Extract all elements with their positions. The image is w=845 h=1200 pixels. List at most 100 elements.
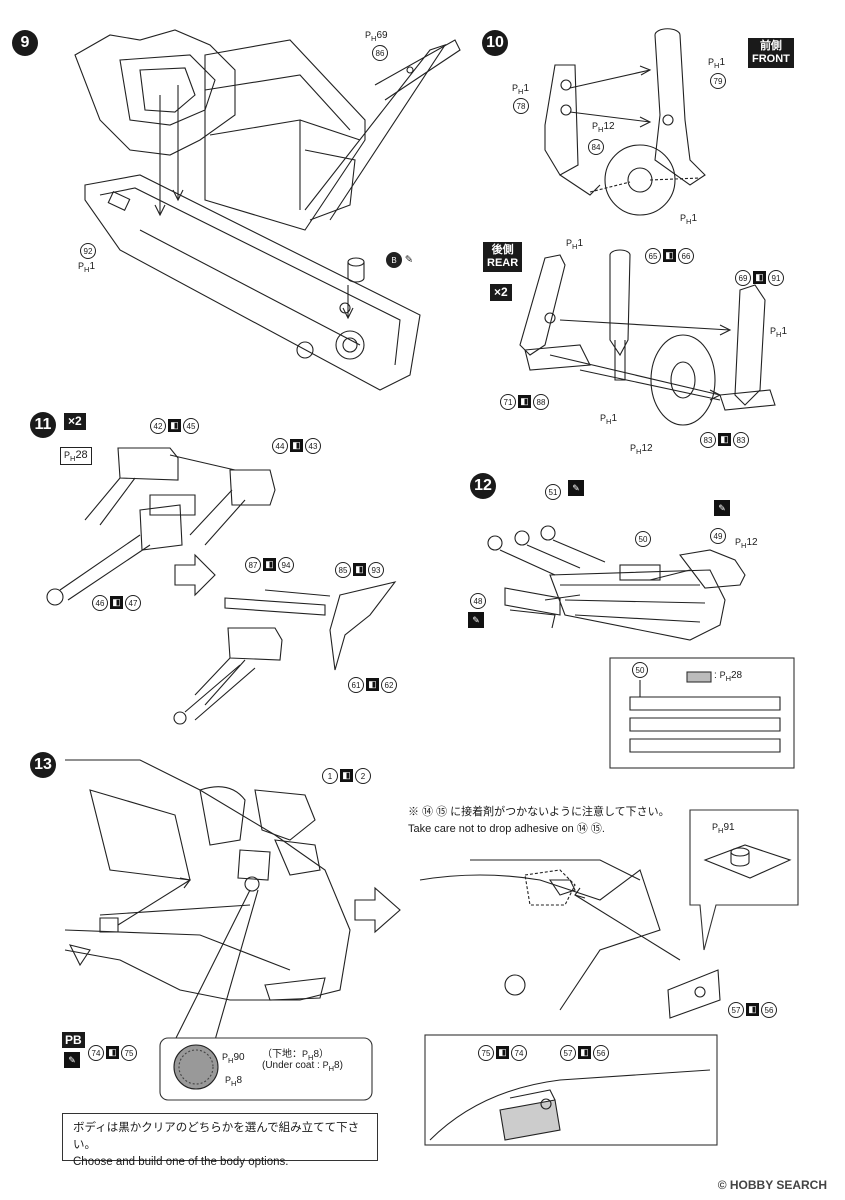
part-number: 75 [121,1045,137,1061]
part-number: 92 [80,243,96,259]
part-51: 51 [545,484,561,500]
part-number: 42 [150,418,166,434]
brush-icon: ✎ [404,254,414,266]
undercoat-jp: （下地：PH8） [262,1049,329,1062]
ph-ref: PH1 [770,326,787,339]
body-note-en: Choose and build one of the body options… [73,1156,289,1168]
ph-number: 1 [523,83,529,94]
rear-label-en: REAR [487,257,519,269]
cement-icon: ✎ [712,500,732,516]
inset-parts-57-56: 57◧56 [560,1045,609,1061]
step13-callout-frame [689,809,799,951]
body-option-note: ボディは黒かクリアのどちらかを選んで組み立てて下さい。 Choose and b… [62,1113,378,1168]
step13-detail-drawing [429,1069,711,1141]
parts-69-91: 69◧91 [735,270,784,286]
part-number: 56 [593,1045,609,1061]
ph-ref: PH1 [512,83,529,96]
part-number: 47 [125,595,141,611]
part-48: 48 [470,593,486,609]
ph-ref: : PH28 [714,670,743,683]
ph-ref: PH12 [735,537,758,550]
ph-ref: PH1 [566,238,583,251]
parts-46-47: 46◧47 [92,595,141,611]
step-number-11: 11 [30,412,56,438]
ph-ref: PH1 [78,261,95,274]
part-number: 65 [645,248,661,264]
part-number: 84 [588,139,604,155]
half-plate-icon: ◧ [340,769,353,783]
ph-number: 69 [376,30,388,41]
half-plate-icon: ◧ [746,1003,759,1017]
ph-number: 12 [746,537,758,548]
half-plate-icon: ◧ [106,1046,119,1060]
step12-drawing [487,525,746,641]
part-number: 56 [761,1002,777,1018]
part-number: 83 [700,432,716,448]
part-number: 74 [88,1045,104,1061]
step13-direction-arrow [354,886,401,934]
part-number: 79 [710,73,726,89]
part-92: 92 [80,243,96,259]
ph-ref: PH91 [712,822,735,835]
rear-qty: ×2 [490,284,512,301]
part-number: 61 [348,677,364,693]
part-number: 50 [635,531,651,547]
half-plate-icon: ◧ [366,678,379,692]
part-86: 86 [372,45,388,61]
step13-right-drawing [419,859,721,1019]
half-plate-icon: ◧ [663,249,676,263]
part-number: 62 [381,677,397,693]
parts-83-83: 83◧83 [700,432,749,448]
half-plate-icon: ◧ [518,395,531,409]
parts-74-75: 74◧75 [88,1045,137,1061]
cement-b-label: B ✎ [386,252,413,268]
ph-ref: PH69 [365,30,388,43]
part-number: 49 [710,528,726,544]
cement-letter: B [386,252,402,268]
half-plate-icon: ◧ [578,1046,591,1060]
parts-44-43: 44◧43 [272,438,321,454]
part-number: 45 [183,418,199,434]
ph-ref: PH1 [680,213,697,226]
parts-61-62: 61◧62 [348,677,397,693]
part-number: 83 [733,432,749,448]
half-plate-icon: ◧ [290,439,303,453]
part-number: 74 [511,1045,527,1061]
ph-number: 8 [313,1049,319,1060]
front-label-jp: 前側 [759,40,782,52]
step13-left-drawing [64,759,351,1041]
parts-71-88: 71◧88 [500,394,549,410]
part-number: 1 [322,768,338,784]
body-note-jp: ボディは黒かクリアのどちらかを選んで組み立てて下さい。 [73,1122,360,1151]
part-number: 78 [513,98,529,114]
ph-number: 28 [731,670,743,681]
adhesive-note-jp: ※ ⑭ ⑮ に接着剤がつかないように注意して下さい。 [408,806,670,818]
part-number: 46 [92,595,108,611]
ph-number: 1 [691,213,697,224]
ph-number: 8 [236,1075,242,1086]
part-number: 50 [632,662,648,678]
part-84: 84 [588,139,604,155]
step11-drawing [46,447,397,725]
ph-ref-28: PH28 [60,447,92,465]
step-number-13: 13 [30,752,56,778]
part-number: 51 [545,484,561,500]
inset-parts-75-74: 75◧74 [478,1045,527,1061]
watermark-logo: © HOBBY SEARCH [717,1178,827,1192]
ph-number: 91 [723,822,735,833]
half-plate-icon: ◧ [263,558,276,572]
part-number: 2 [355,768,371,784]
parts-1-2: 1◧2 [322,768,371,784]
hatch-circle [173,1044,219,1090]
ph-number: 1 [781,326,787,337]
ph-ref: PH1 [708,57,725,70]
cement-icon: ✎ [566,480,586,496]
step10-drawing [519,28,776,426]
cement-icon: ✎ [62,1052,82,1068]
half-plate-icon: ◧ [718,433,731,447]
parts-57-56: 57◧56 [728,1002,777,1018]
part-number: 91 [768,270,784,286]
part-number: 66 [678,248,694,264]
